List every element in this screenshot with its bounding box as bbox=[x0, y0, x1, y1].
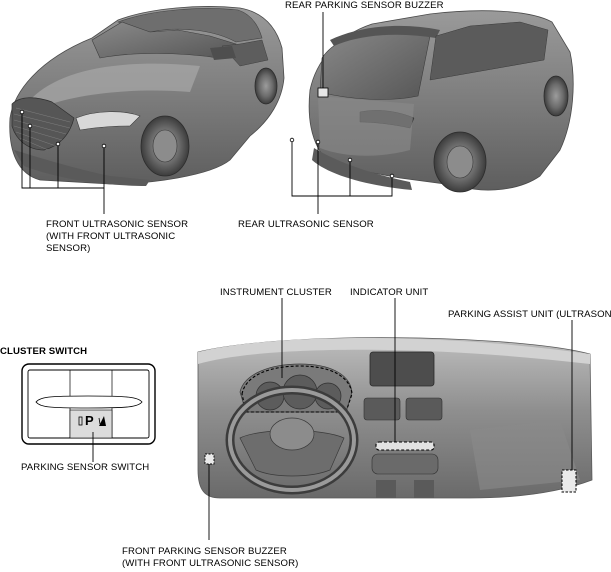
rear-ultrasonic-sensor-label: REAR ULTRASONIC SENSOR bbox=[238, 219, 374, 230]
front-parking-sensor-buzzer-label-line2: (WITH FRONT ULTRASONIC SENSOR) bbox=[122, 558, 299, 569]
rear-sensor-leaders bbox=[291, 140, 393, 214]
sensor-wave-icon bbox=[99, 416, 106, 426]
indicator-unit-label: INDICATOR UNIT bbox=[350, 287, 429, 298]
front-vehicle-illustration bbox=[9, 6, 285, 186]
rear-parking-sensor-buzzer-label: REAR PARKING SENSOR BUZZER bbox=[285, 0, 444, 11]
cluster-switch-panel bbox=[21, 363, 156, 445]
rear-sensor-markers bbox=[289, 137, 395, 179]
parking-switch-glyph: P bbox=[85, 413, 94, 428]
switch-indicator-icon bbox=[78, 416, 83, 426]
rear-buzzer-marker bbox=[317, 87, 329, 98]
cluster-switch-heading: CLUSTER SWITCH bbox=[0, 346, 88, 357]
front-sensor-leaders bbox=[21, 112, 105, 214]
rear-vehicle-illustration bbox=[308, 10, 574, 193]
front-sensor-markers bbox=[19, 109, 107, 149]
front-ultrasonic-sensor-label-line3: SENSOR) bbox=[46, 243, 91, 254]
parking-sensor-switch-label: PARKING SENSOR SWITCH bbox=[21, 462, 150, 473]
front-parking-sensor-buzzer-label-line1: FRONT PARKING SENSOR BUZZER bbox=[122, 546, 287, 557]
front-ultrasonic-sensor-label-line1: FRONT ULTRASONIC SENSOR bbox=[46, 219, 189, 230]
parking-assist-unit-label: PARKING ASSIST UNIT (ULTRASONIC) bbox=[448, 309, 611, 320]
dashboard-leaders bbox=[208, 298, 573, 540]
front-ultrasonic-sensor-label-line2: (WITH FRONT ULTRASONIC bbox=[46, 231, 176, 242]
instrument-cluster-label: INSTRUMENT CLUSTER bbox=[220, 287, 332, 298]
